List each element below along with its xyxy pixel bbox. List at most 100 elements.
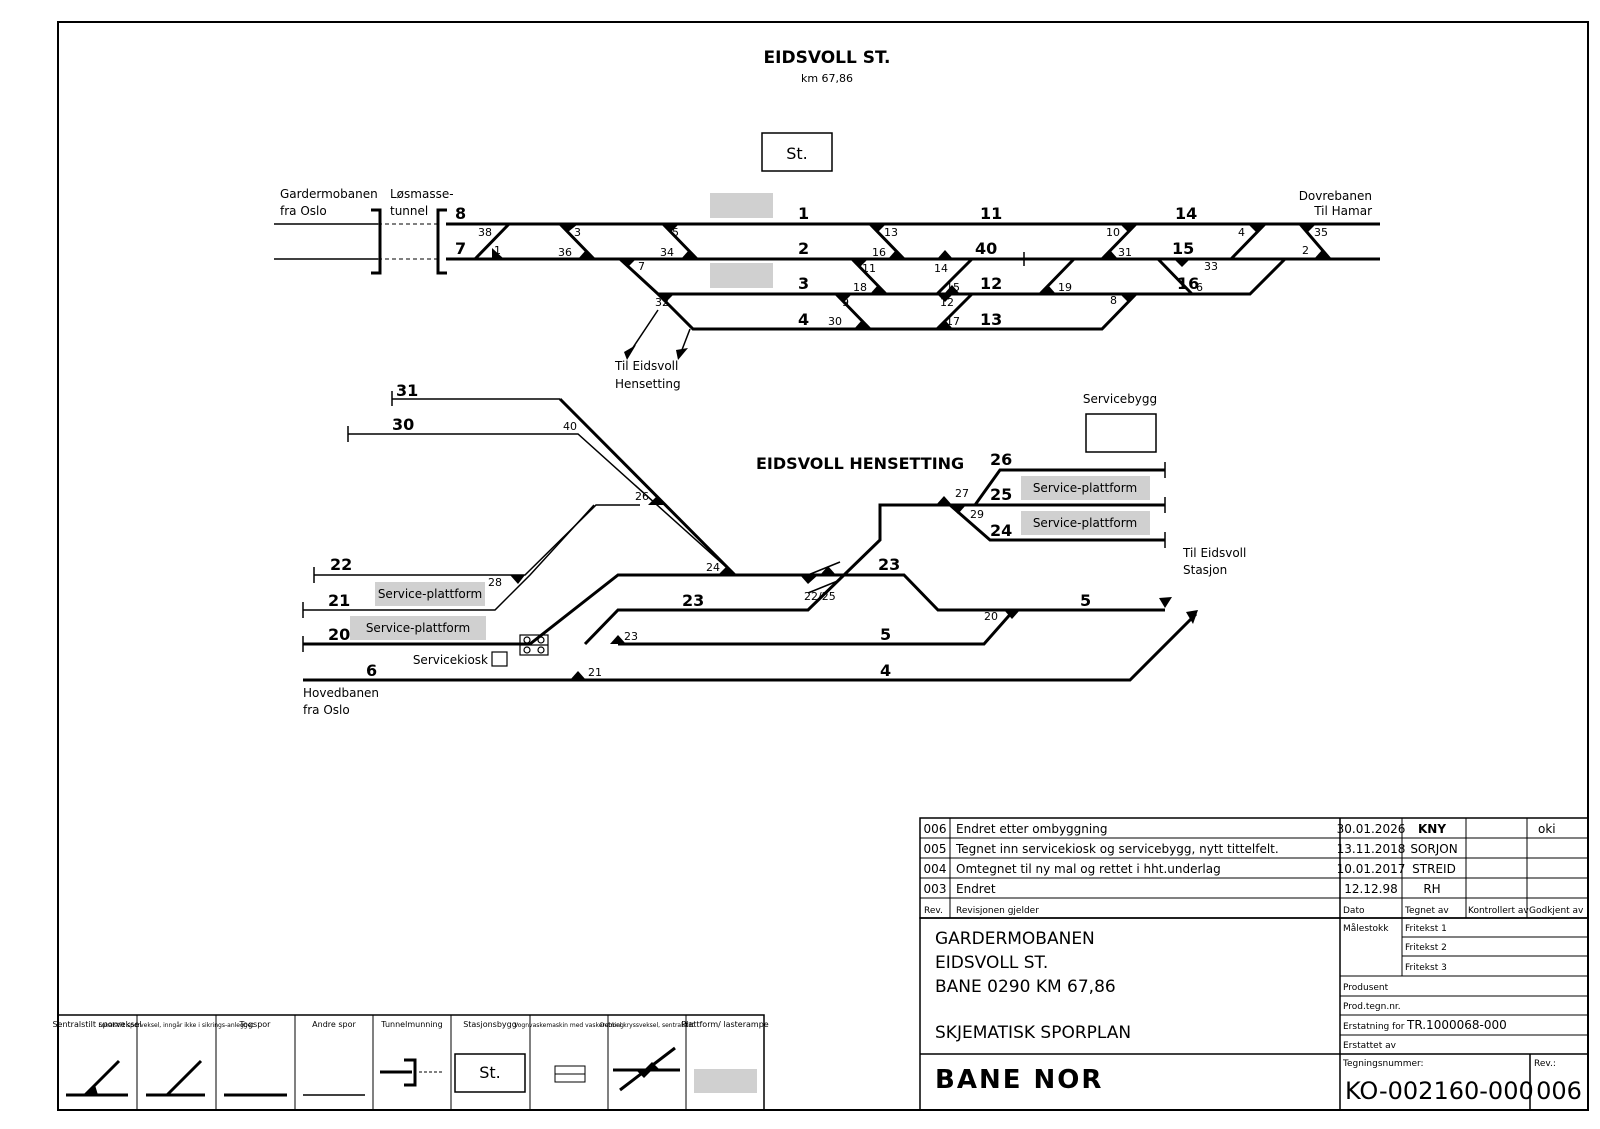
legend-label-kryssveksel: Dobbel kryssveksel, sentralstilt — [600, 1022, 695, 1029]
switch-2: 2 — [1302, 244, 1309, 257]
platform-20-label: Service-plattform — [366, 621, 470, 635]
track-20: 20 — [328, 625, 350, 644]
switch-6: 6 — [1196, 281, 1203, 294]
switch-26: 26 — [635, 490, 649, 503]
switch-18: 18 — [853, 281, 867, 294]
switch-32: 32 — [655, 296, 669, 309]
servicekiosk-label: Servicekiosk — [413, 653, 488, 667]
switch-29: 29 — [970, 508, 984, 521]
label-hensetting-exit-1: Til Eidsvoll — [614, 359, 678, 373]
track-25: 25 — [990, 485, 1012, 504]
switch-30: 30 — [828, 315, 842, 328]
rev-header-date: Dato — [1343, 906, 1365, 916]
track-4: 4 — [798, 310, 809, 329]
tb-malestokk: Målestokk — [1343, 923, 1389, 934]
switch-14: 14 — [934, 262, 948, 275]
label-tunnel-2: tunnel — [390, 204, 428, 218]
track-40: 40 — [975, 239, 997, 258]
switch-15: 15 — [946, 281, 960, 294]
rev-0-num: 006 — [924, 822, 947, 836]
tb-tegningsnummer-label: Tegningsnummer: — [1342, 1059, 1424, 1069]
rev-0-text: Endret etter ombyggning — [956, 822, 1107, 836]
title-block-text: GARDERMOBANEN EIDSVOLL ST. BANE 0290 KM … — [935, 923, 1582, 1105]
label-dovrebanen-2: Til Hamar — [1313, 204, 1372, 218]
drawing-frame — [57, 21, 1589, 1111]
track-23-right: 23 — [878, 555, 900, 574]
tb-line-3: BANE 0290 KM 67,86 — [935, 977, 1116, 997]
lower-track-numbers: 31 30 22 21 20 6 26 25 24 23 23 5 5 4 — [328, 381, 1091, 680]
switch-36: 36 — [558, 246, 572, 259]
label-dovrebanen-1: Dovrebanen — [1299, 189, 1372, 203]
track-24: 24 — [990, 521, 1012, 540]
arrow-hensetting-1 — [624, 345, 636, 360]
track-13: 13 — [980, 310, 1002, 329]
tb-line-1: GARDERMOBANEN — [935, 929, 1095, 949]
servicebygg-label: Servicebygg — [1083, 392, 1157, 406]
track-31: 31 — [396, 381, 418, 400]
servicebygg-box — [1085, 413, 1157, 453]
tb-produsent: Produsent — [1343, 983, 1389, 993]
tb-erstatning-for: Erstatning for — [1343, 1022, 1405, 1032]
track-2: 2 — [798, 239, 809, 258]
track-23-left: 23 — [682, 591, 704, 610]
platform-21-label: Service-plattform — [378, 587, 482, 601]
switch-7: 7 — [638, 260, 645, 273]
switch-19: 19 — [1058, 281, 1072, 294]
rev-header-text: Revisjonen gjelder — [956, 906, 1039, 916]
label-gardermobanen-2: fra Oslo — [280, 204, 327, 218]
legend-symbols — [66, 1046, 680, 1097]
rev-3-num: 003 — [924, 882, 947, 896]
rev-3-date: 12.12.98 — [1344, 882, 1397, 896]
label-gardermobanen-1: Gardermobanen — [280, 187, 378, 201]
rev-3-text: Endret — [956, 882, 996, 896]
upper-switch-numbers: 38 1 3 36 5 34 7 13 16 11 18 14 15 10 31… — [478, 226, 1328, 328]
tb-rev: 006 — [1536, 1077, 1582, 1105]
track-16: 16 — [1177, 274, 1199, 293]
bane-nor-logo: BANE NOR — [935, 1065, 1103, 1095]
switch-22-25: 22/25 — [804, 590, 836, 603]
legend-grid — [57, 1014, 765, 1111]
rev-1-num: 005 — [924, 842, 947, 856]
tunnel-brackets — [371, 208, 447, 275]
vognvaskemaskin-symbol — [519, 634, 549, 656]
rev-0-approved: oki — [1538, 822, 1556, 836]
upper-switch-markers — [492, 224, 1330, 329]
rev-header-rev: Rev. — [924, 906, 943, 916]
station-km: km 67,86 — [801, 72, 853, 85]
switch-34: 34 — [660, 246, 674, 259]
legend-label-andre-spor: Andre spor — [312, 1020, 356, 1029]
label-tunnel-1: Løsmasse- — [390, 187, 454, 201]
rev-1-text: Tegnet inn servicekiosk og servicebygg, … — [955, 842, 1279, 856]
legend-label-plattform: Plattform/ lasterampe — [681, 1020, 769, 1029]
platform-25 — [1021, 476, 1150, 500]
platform-21 — [375, 582, 485, 606]
switch-40: 40 — [563, 420, 577, 433]
switch-27: 27 — [955, 487, 969, 500]
switch-1: 1 — [494, 244, 501, 257]
legend-platform-swatch — [694, 1069, 757, 1093]
platform-24 — [1021, 511, 1150, 535]
track-12: 12 — [980, 274, 1002, 293]
legend-label-lokalstilt: Lokalstilt sporveksel, inngår ikke i sik… — [98, 1022, 254, 1029]
arrow-hensetting-2 — [676, 348, 688, 360]
tb-fritekst-1: Fritekst 1 — [1405, 924, 1447, 934]
tb-tegningsnummer: KO-002160-000 — [1345, 1077, 1534, 1105]
station-title: EIDSVOLL ST. — [764, 48, 891, 68]
track-30: 30 — [392, 415, 414, 434]
switch-28: 28 — [488, 576, 502, 589]
tb-erstattet-av: Erstattet av — [1343, 1041, 1397, 1051]
upper-track-lines — [274, 222, 1380, 356]
track-5-right: 5 — [1080, 591, 1091, 610]
switch-23: 23 — [624, 630, 638, 643]
track-8: 8 — [455, 204, 466, 223]
switch-16: 16 — [872, 246, 886, 259]
platform-25-label: Service-plattform — [1033, 481, 1137, 495]
switch-3: 3 — [574, 226, 581, 239]
station-building-box — [761, 132, 833, 172]
switch-11: 11 — [862, 262, 876, 275]
rev-header-by: Tegnet av — [1404, 906, 1449, 916]
rev-0-date: 30.01.2026 — [1337, 822, 1406, 836]
track-14: 14 — [1175, 204, 1197, 223]
legend-label-togspor: Togspor — [239, 1020, 272, 1029]
